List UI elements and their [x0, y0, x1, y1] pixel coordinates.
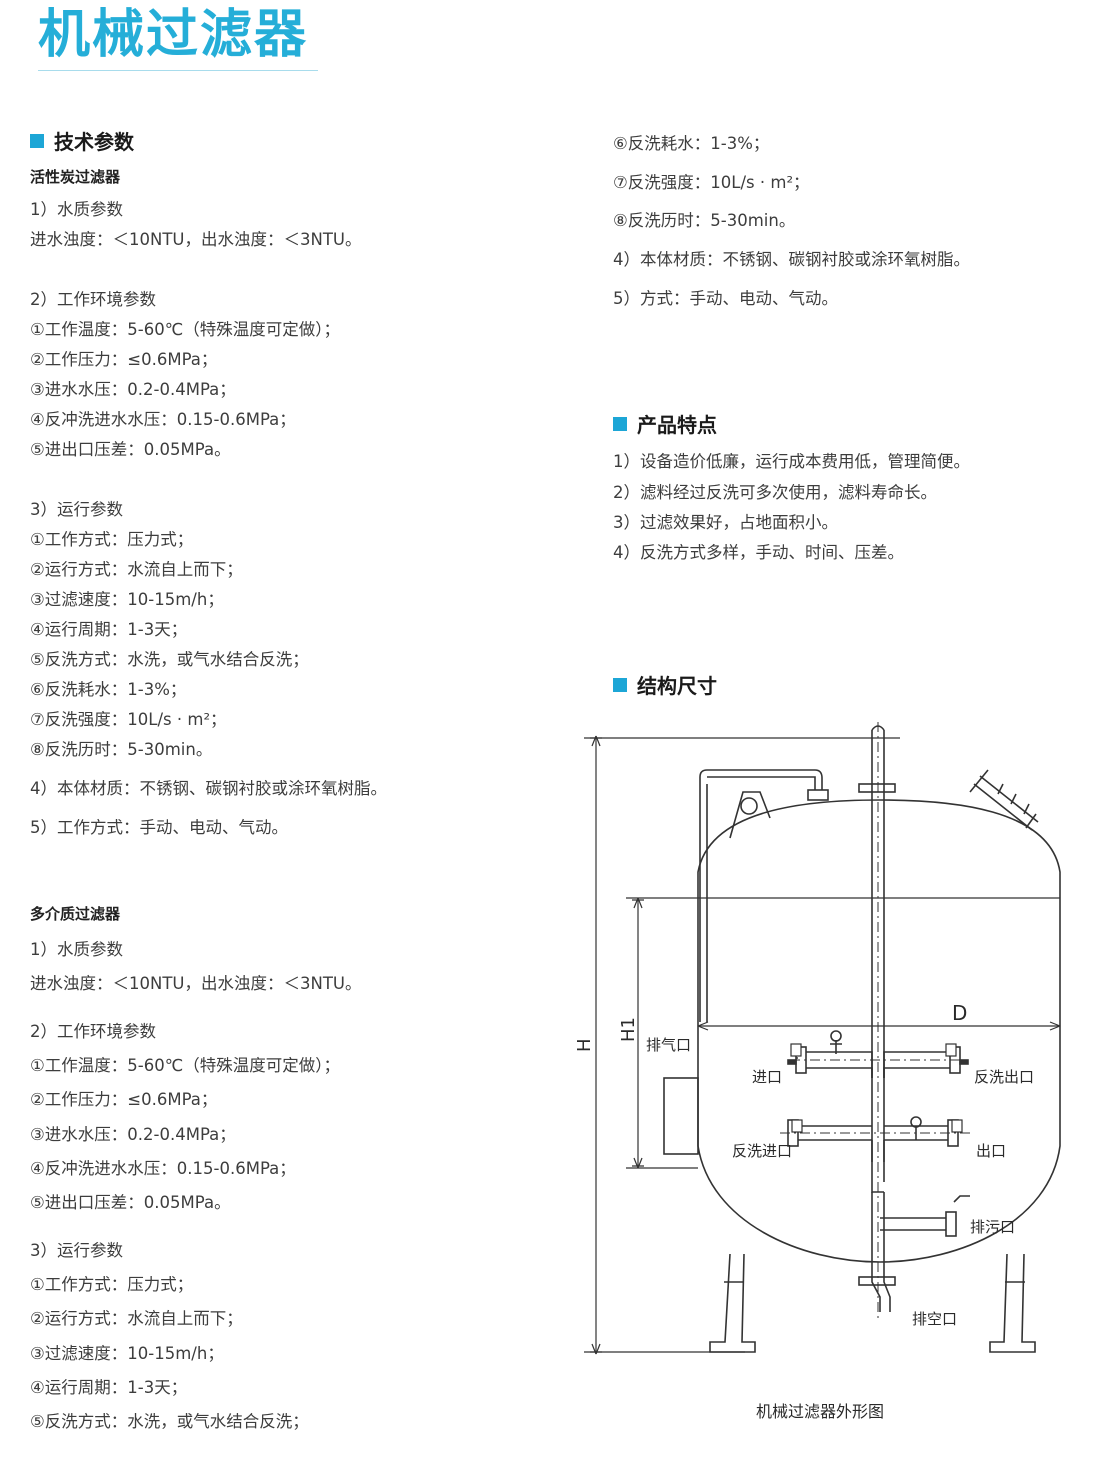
param-line: 3）运行参数	[30, 500, 123, 519]
param-line: 2）工作环境参数	[30, 290, 156, 309]
feature-item: 2）滤料经过反洗可多次使用，滤料寿命长。	[613, 483, 937, 502]
filter-tank-diagram: H H1 D 排气口 进口 反洗出口 反洗进口 出口 排污口 排空口	[574, 722, 1061, 1355]
square-bullet-icon	[613, 677, 627, 692]
param-line: ⑤进出口压差：0.05MPa。	[30, 1193, 231, 1212]
param-line: 5）工作方式：手动、电动、气动。	[30, 818, 288, 837]
param-line: 2）工作环境参数	[30, 1022, 156, 1041]
multimedia-filter-title: 多介质过滤器	[30, 905, 121, 923]
param-line: ①工作方式：压力式；	[30, 1275, 194, 1294]
label-backwash-outlet: 反洗出口	[974, 1068, 1034, 1086]
square-bullet-icon	[30, 133, 44, 148]
param-line: 3）运行参数	[30, 1241, 123, 1260]
param-line: ⑧反洗历时：5-30min。	[613, 211, 796, 230]
section-title: 结构尺寸	[637, 674, 717, 698]
param-line: ③进水水压：0.2-0.4MPa；	[30, 380, 236, 399]
param-line: 5）方式：手动、电动、气动。	[613, 289, 838, 308]
param-line: ④运行周期：1-3天；	[30, 620, 188, 639]
tank-shell	[697, 799, 1061, 1263]
param-line: 1）水质参数	[30, 200, 123, 219]
param-line: ⑥反洗耗水：1-3%；	[30, 680, 187, 699]
feature-item: 3）过滤效果好，占地面积小。	[613, 513, 838, 532]
label-D: D	[952, 1001, 967, 1025]
param-line: ③进水水压：0.2-0.4MPa；	[30, 1125, 236, 1144]
param-line: ②工作压力：≤0.6MPa；	[30, 1090, 218, 1109]
param-line: ④反冲洗进水水压：0.15-0.6MPa；	[30, 410, 296, 429]
param-line: ②运行方式：水流自上而下；	[30, 560, 243, 579]
param-line: ②工作压力：≤0.6MPa；	[30, 350, 218, 369]
square-bullet-icon	[613, 416, 627, 431]
label-drain: 排空口	[912, 1310, 957, 1328]
label-backwash-inlet: 反洗进口	[732, 1142, 792, 1160]
param-line: ⑤反洗方式：水洗，或气水结合反洗；	[30, 650, 309, 669]
param-line: ④运行周期：1-3天；	[30, 1378, 188, 1397]
param-line: ⑦反洗强度：10L/s · m²；	[613, 173, 810, 192]
param-line: ⑤反洗方式：水洗，或气水结合反洗；	[30, 1412, 309, 1431]
param-line: ①工作方式：压力式；	[30, 530, 194, 549]
section-title: 产品特点	[637, 413, 717, 437]
param-line: 进水浊度：＜10NTU，出水浊度：＜3NTU。	[30, 974, 362, 993]
section-title: 技术参数	[54, 130, 134, 154]
param-line: ④反冲洗进水水压：0.15-0.6MPa；	[30, 1159, 296, 1178]
label-inlet: 进口	[752, 1068, 782, 1086]
label-H: H	[574, 1038, 595, 1052]
diagram-caption: 机械过滤器外形图	[756, 1402, 885, 1421]
label-H1: H1	[618, 1017, 639, 1042]
param-line: 1）水质参数	[30, 940, 123, 959]
param-line: ①工作温度：5-60℃（特殊温度可定做）；	[30, 1056, 341, 1075]
page-title: 机械过滤器	[38, 5, 309, 65]
param-line: 4）本体材质：不锈钢、碳钢衬胶或涂环氧树脂。	[613, 250, 970, 269]
param-line: 4）本体材质：不锈钢、碳钢衬胶或涂环氧树脂。	[30, 779, 387, 798]
section-technical-params: 技术参数	[30, 126, 134, 155]
param-line: ③过滤速度：10-15m/h；	[30, 1344, 224, 1363]
feature-item: 1）设备造价低廉，运行成本费用低，管理简便。	[613, 452, 970, 471]
section-features: 产品特点	[613, 409, 717, 438]
param-line: ⑧反洗历时：5-30min。	[30, 740, 213, 759]
feature-item: 4）反洗方式多样，手动、时间、压差。	[613, 543, 904, 562]
param-line: ⑦反洗强度：10L/s · m²；	[30, 710, 227, 729]
label-vent: 排气口	[646, 1036, 691, 1054]
param-line: ②运行方式：水流自上而下；	[30, 1309, 243, 1328]
label-sewage: 排污口	[970, 1218, 1015, 1236]
title-underline	[38, 70, 318, 71]
carbon-filter-title: 活性炭过滤器	[30, 168, 121, 186]
param-line: ⑥反洗耗水：1-3%；	[613, 134, 770, 153]
param-line: ⑤进出口压差：0.05MPa。	[30, 440, 231, 459]
label-outlet: 出口	[976, 1142, 1006, 1160]
section-structure: 结构尺寸	[613, 670, 717, 699]
param-line: ③过滤速度：10-15m/h；	[30, 590, 224, 609]
param-line: ①工作温度：5-60℃（特殊温度可定做）；	[30, 320, 341, 339]
param-line: 进水浊度：＜10NTU，出水浊度：＜3NTU。	[30, 230, 362, 249]
